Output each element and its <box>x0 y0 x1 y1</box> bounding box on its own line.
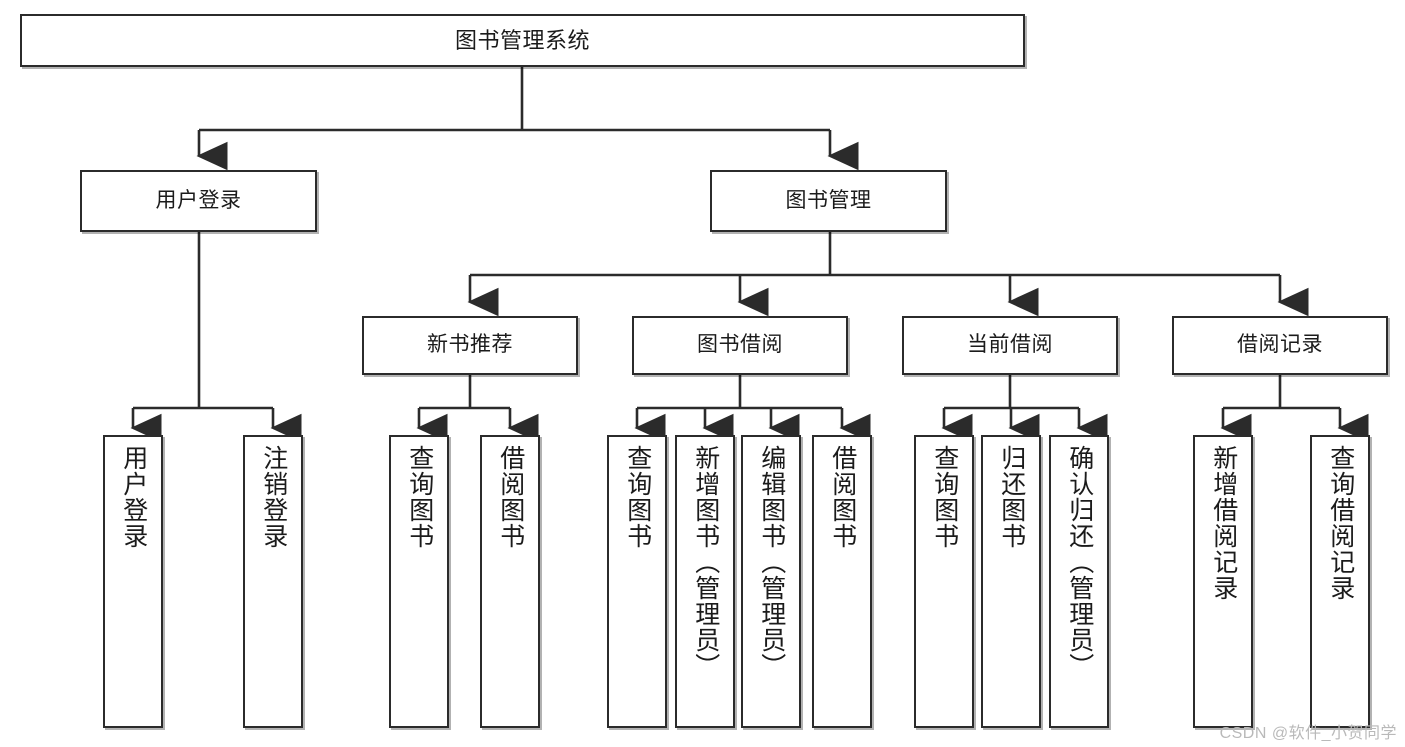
csdn-watermark: CSDN @软件_小贺同学 <box>1219 725 1397 742</box>
leaf-borrow-borrow-book[interactable]: 借阅图书 <box>812 435 872 728</box>
node-new-book-recommend[interactable]: 新书推荐 <box>362 316 578 375</box>
node-label: 确认归还（管理员） <box>1065 445 1094 679</box>
node-label: 查询图书 <box>930 445 959 549</box>
node-label: 图书管理 <box>785 188 872 212</box>
leaf-borrow-add-book-admin[interactable]: 新增图书（管理员） <box>675 435 735 728</box>
leaf-current-confirm-return-admin[interactable]: 确认归还（管理员） <box>1049 435 1109 728</box>
node-borrow-record[interactable]: 借阅记录 <box>1172 316 1388 375</box>
node-label: 查询图书 <box>405 445 434 549</box>
node-label: 编辑图书（管理员） <box>757 445 786 679</box>
node-label: 借阅记录 <box>1237 333 1323 357</box>
node-label: 新增借阅记录 <box>1209 445 1238 601</box>
node-book-management[interactable]: 图书管理 <box>710 170 947 232</box>
node-label: 查询图书 <box>623 445 652 549</box>
node-label: 查询借阅记录 <box>1326 445 1355 601</box>
node-book-borrow[interactable]: 图书借阅 <box>632 316 848 375</box>
leaf-record-add-record[interactable]: 新增借阅记录 <box>1193 435 1253 728</box>
node-current-borrow[interactable]: 当前借阅 <box>902 316 1118 375</box>
node-label: 新增图书（管理员） <box>691 445 720 679</box>
node-label: 用户登录 <box>155 188 242 212</box>
leaf-borrow-query-book[interactable]: 查询图书 <box>607 435 667 728</box>
node-label: 图书管理系统 <box>454 27 590 53</box>
leaf-user-login-signout[interactable]: 注销登录 <box>243 435 303 728</box>
leaf-recommend-query-book[interactable]: 查询图书 <box>389 435 449 728</box>
node-label: 当前借阅 <box>967 333 1053 357</box>
node-label: 归还图书 <box>997 445 1026 549</box>
node-root-system[interactable]: 图书管理系统 <box>20 14 1025 67</box>
leaf-current-query-book[interactable]: 查询图书 <box>914 435 974 728</box>
leaf-record-query-record[interactable]: 查询借阅记录 <box>1310 435 1370 728</box>
node-user-login[interactable]: 用户登录 <box>80 170 317 232</box>
node-label: 用户登录 <box>119 445 148 549</box>
leaf-user-login-signin[interactable]: 用户登录 <box>103 435 163 728</box>
leaf-recommend-borrow-book[interactable]: 借阅图书 <box>480 435 540 728</box>
node-label: 图书借阅 <box>697 333 783 357</box>
node-label: 新书推荐 <box>427 333 513 357</box>
node-label: 借阅图书 <box>496 445 525 549</box>
leaf-borrow-edit-book-admin[interactable]: 编辑图书（管理员） <box>741 435 801 728</box>
node-label: 注销登录 <box>259 445 288 549</box>
node-label: 借阅图书 <box>828 445 857 549</box>
leaf-current-return-book[interactable]: 归还图书 <box>981 435 1041 728</box>
